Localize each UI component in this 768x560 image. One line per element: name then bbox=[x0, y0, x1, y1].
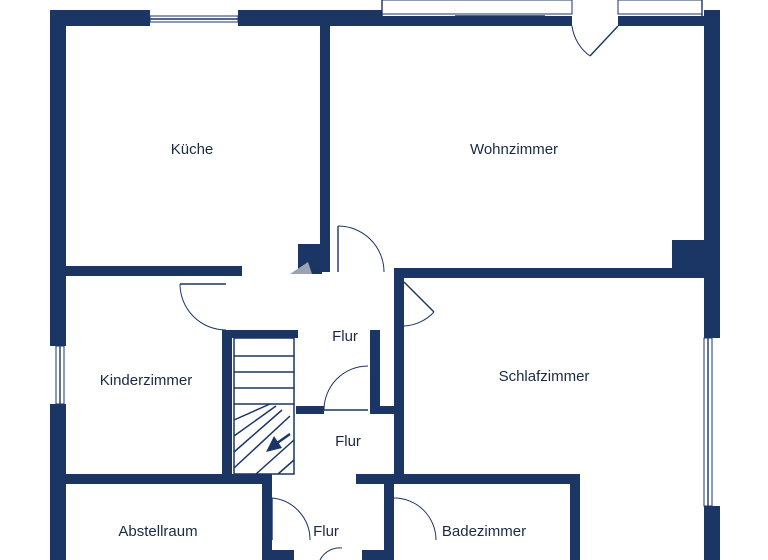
interior-walls bbox=[66, 26, 704, 560]
room-label-wohnzimmer: Wohnzimmer bbox=[470, 141, 558, 158]
door-marker bbox=[290, 262, 312, 274]
doors bbox=[179, 25, 619, 560]
room-label-flur-upper: Flur bbox=[332, 328, 358, 345]
room-labels: Küche Wohnzimmer Flur Kinderzimmer Schla… bbox=[100, 141, 590, 540]
room-label-abstellraum: Abstellraum bbox=[118, 523, 197, 540]
room-label-kueche: Küche bbox=[171, 141, 214, 158]
windows bbox=[55, 0, 713, 507]
room-label-schlafzimmer: Schlafzimmer bbox=[499, 368, 590, 385]
room-label-flur-lower: Flur bbox=[313, 523, 339, 540]
arrow-down-left-icon bbox=[266, 432, 291, 452]
room-label-badezimmer: Badezimmer bbox=[442, 523, 526, 540]
staircase bbox=[233, 337, 295, 475]
room-label-kinderzimmer: Kinderzimmer bbox=[100, 372, 193, 389]
room-label-flur-middle: Flur bbox=[335, 433, 361, 450]
exterior-walls bbox=[50, 10, 720, 560]
